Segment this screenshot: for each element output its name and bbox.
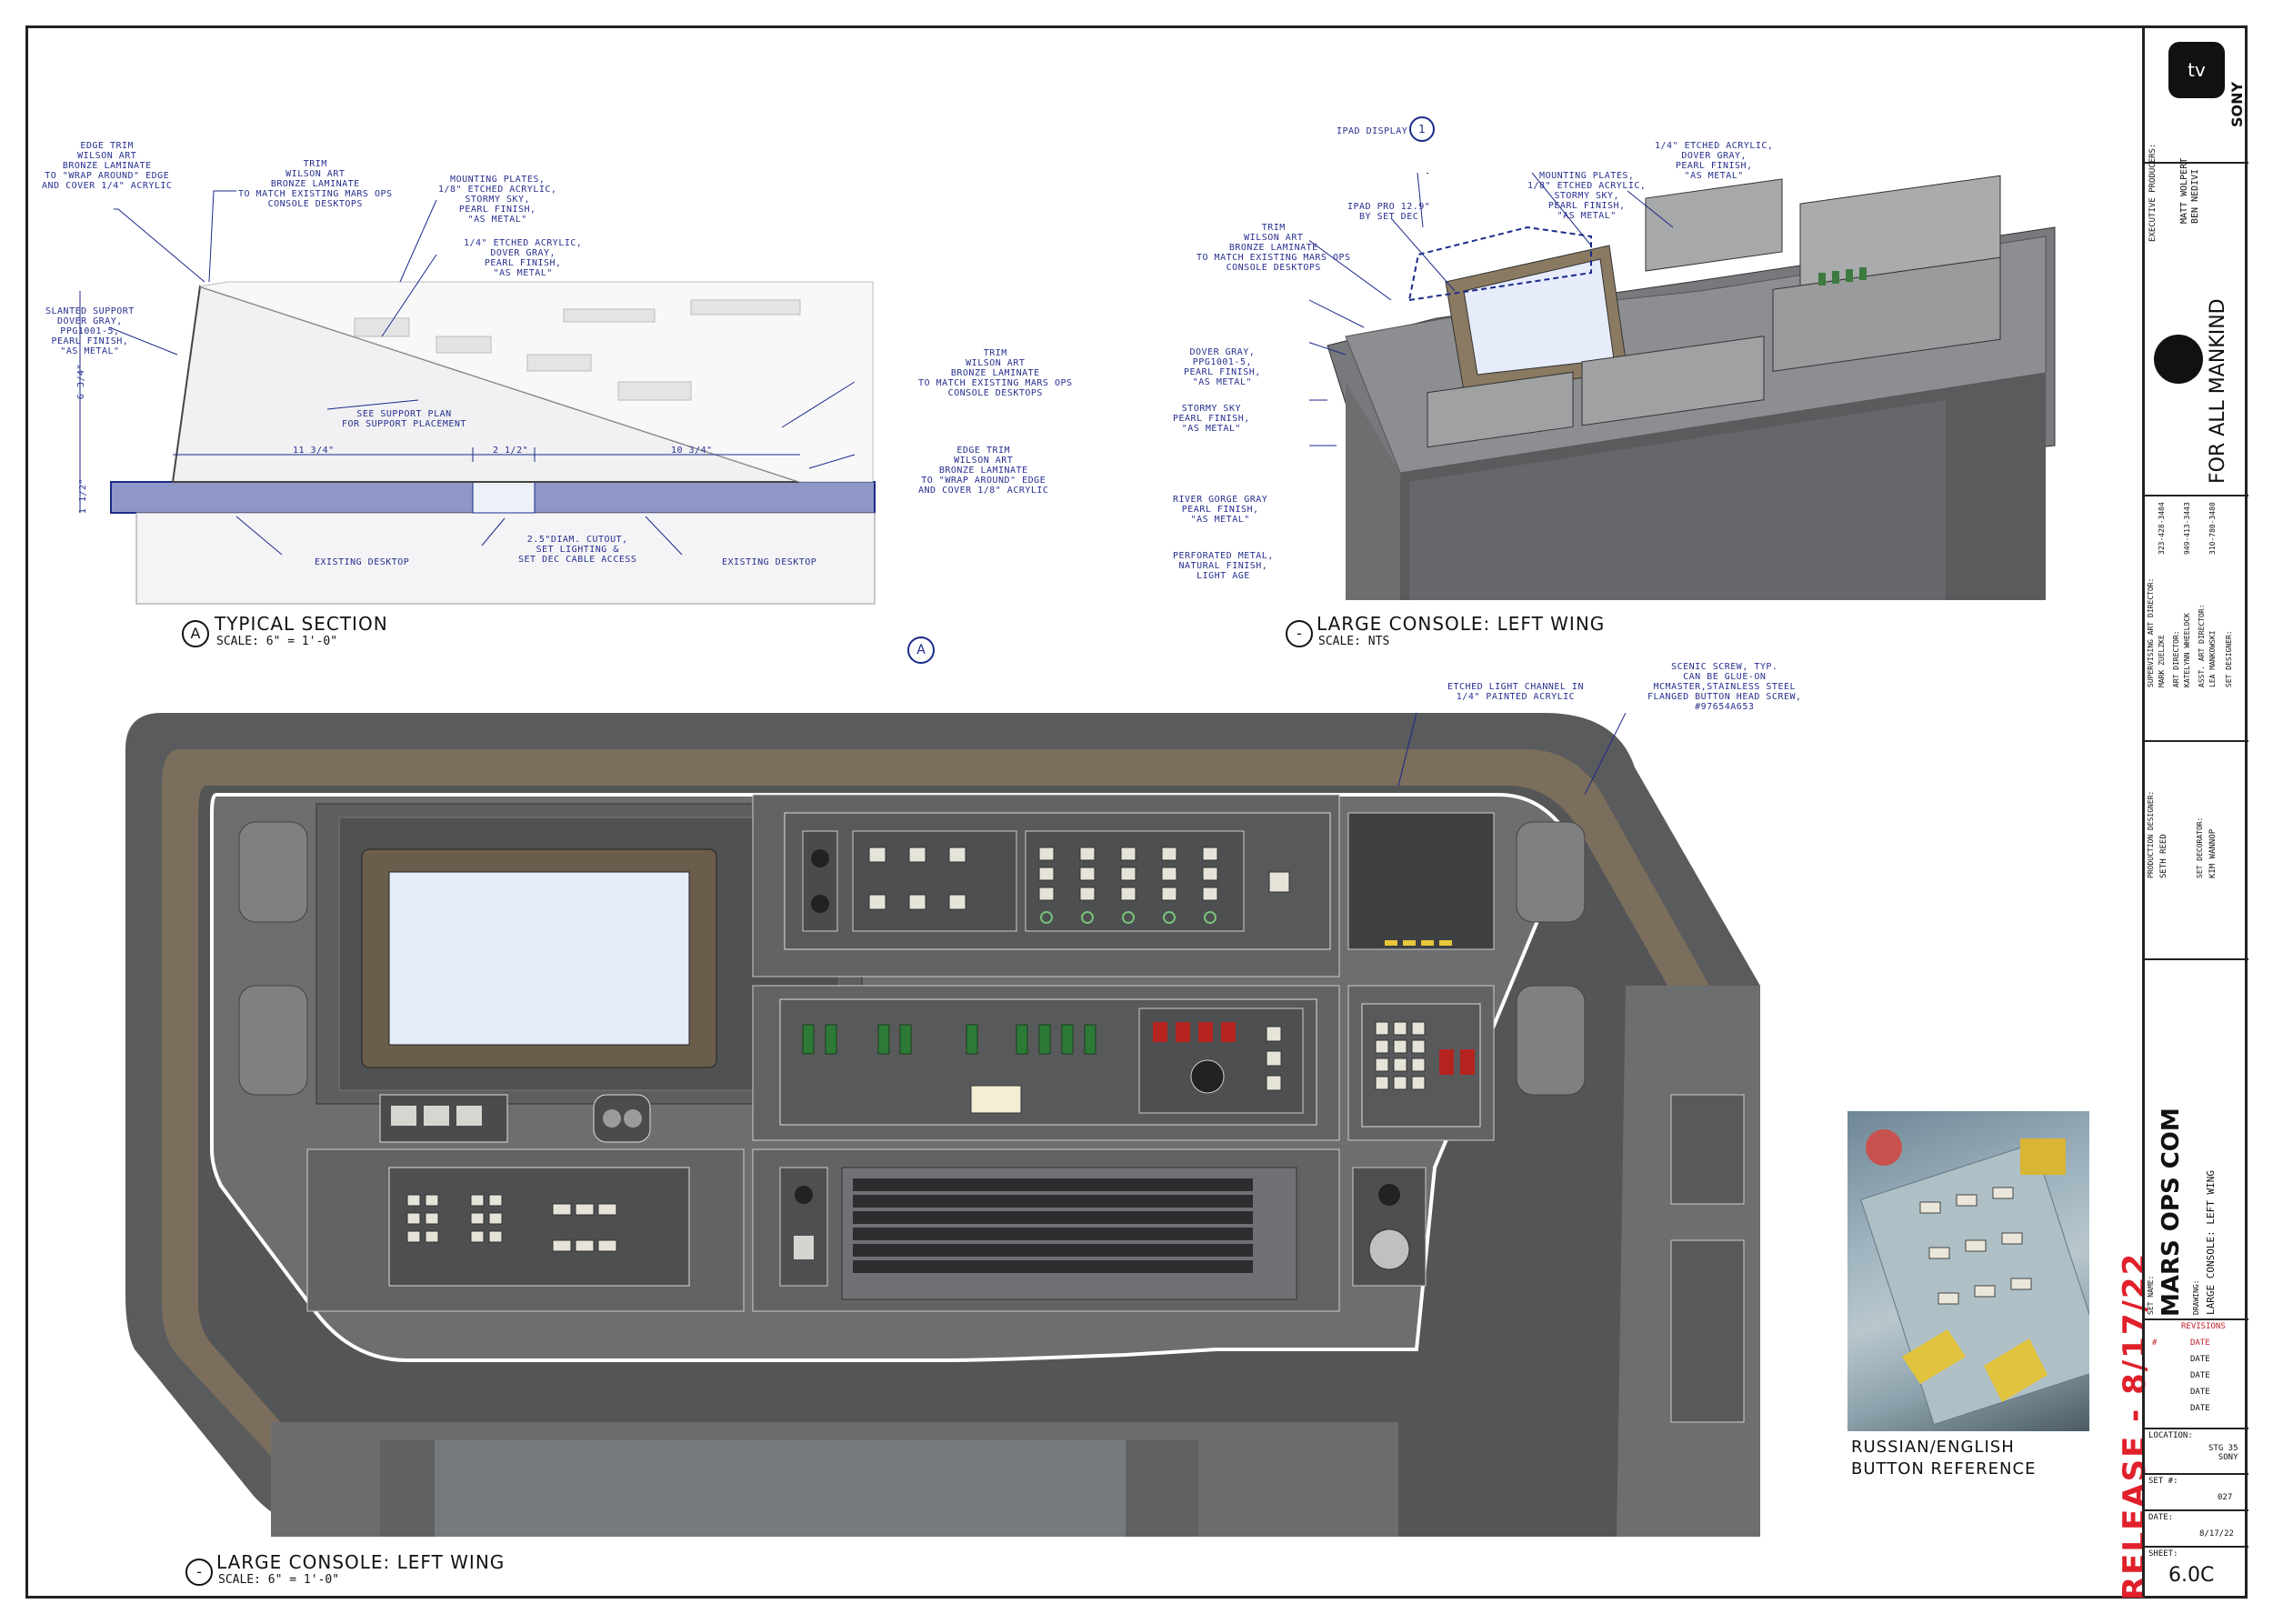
rev-hash: # — [2152, 1338, 2158, 1348]
location-value: STG 35 SONY — [2208, 1444, 2238, 1462]
ipad-callout: 1 — [1409, 116, 1435, 142]
sup-art-name: MARK ZUELZKE — [2158, 635, 2166, 687]
tb-art-cell: SUPERVISING ART DIRECTOR: MARK ZUELZKE 3… — [2145, 496, 2248, 742]
phone-2: 949-413-3443 — [2183, 502, 2191, 555]
section-c-bubble: - — [185, 1559, 213, 1586]
date-label: DATE: — [2148, 1513, 2174, 1522]
note-support-plan: SEE SUPPORT PLAN FOR SUPPORT PLACEMENT — [342, 409, 466, 429]
tb-design-cell: PRODUCTION DESIGNER: SETH REED SET DECOR… — [2145, 742, 2248, 960]
sheet-number: 6.0C — [2168, 1564, 2215, 1587]
apple-tv-logo: tv — [2168, 42, 2225, 98]
section-b-title: LARGE CONSOLE: LEFT WING — [1317, 613, 1606, 635]
button-reference-photo — [1847, 1111, 2089, 1431]
note-ipad-pro: IPAD PRO 12.9" BY SET DEC — [1347, 202, 1431, 222]
note-etched-light-channel: ETCHED LIGHT CHANNEL IN 1/4" PAINTED ACR… — [1447, 682, 1584, 702]
note-ipad-display: IPAD DISPLAY — [1337, 126, 1408, 136]
reference-caption: RUSSIAN/ENGLISH BUTTON REFERENCE — [1851, 1438, 2037, 1479]
rev-date-0: DATE — [2190, 1338, 2210, 1348]
note-etched-acrylic-b: 1/4" ETCHED ACRYLIC, DOVER GRAY, PEARL F… — [1655, 141, 1774, 181]
rev-date-1: DATE — [2190, 1355, 2210, 1364]
typical-section-drawing — [79, 190, 876, 605]
dim-mid: 2 1/2" — [493, 446, 529, 456]
exec-names: MATT WOLPERT BEN NEDIVI — [2179, 157, 2200, 224]
set-no-value: 027 — [2218, 1493, 2233, 1502]
set-no-label: SET #: — [2148, 1477, 2178, 1486]
note-scenic-screw: SCENIC SCREW, TYP. CAN BE GLUE-ON MCMAST… — [1647, 662, 1802, 712]
art-dir-label: ART DIRECTOR: — [2172, 630, 2180, 687]
prod-designer-name: SETH REED — [2159, 834, 2168, 878]
note-edge-trim: EDGE TRIM WILSON ART BRONZE LAMINATE TO … — [42, 141, 173, 191]
drawing-label: DRAWING: — [2192, 1279, 2200, 1315]
phone-3: 310-780-3480 — [2208, 502, 2217, 555]
section-c-title: LARGE CONSOLE: LEFT WING — [216, 1551, 506, 1573]
title-block: tv SONY EXECUTIVE PRODUCERS: MATT WOLPER… — [2142, 27, 2248, 1597]
set-name-label: SET NAME: — [2147, 1275, 2155, 1315]
left-wing-3d-render — [1309, 173, 2056, 600]
note-cutout: 2.5"DIAM. CUTOUT, SET LIGHTING & SET DEC… — [518, 535, 637, 565]
tb-location-cell: LOCATION: STG 35 SONY — [2145, 1429, 2248, 1475]
sup-art-label: SUPERVISING ART DIRECTOR: — [2147, 577, 2155, 687]
tb-show-cell: FOR ALL MANKIND — [2145, 255, 2248, 496]
exec-label: EXECUTIVE PRODUCERS: — [2148, 143, 2158, 242]
dim-thick: 1 1/2" — [78, 477, 89, 515]
dim-height: 6 3/4" — [76, 363, 87, 400]
console-plan-drawing — [125, 713, 1760, 1537]
revisions-label: REVISIONS — [2181, 1322, 2226, 1331]
note-trim: TRIM WILSON ART BRONZE LAMINATE TO MATCH… — [238, 159, 393, 209]
note-perforated: PERFORATED METAL, NATURAL FINISH, LIGHT … — [1173, 551, 1274, 581]
note-slanted-support: SLANTED SUPPORT DOVER GRAY, PPG1001-5, P… — [45, 306, 135, 356]
tb-set-cell: SET NAME: MARS OPS COM DRAWING: LARGE CO… — [2145, 960, 2248, 1320]
set-dec-name: KIM WANNOP — [2208, 828, 2218, 878]
note-edge-trim-right: EDGE TRIM WILSON ART BRONZE LAMINATE TO … — [918, 446, 1049, 496]
note-existing-desktop-right: EXISTING DESKTOP — [722, 557, 817, 567]
rev-date-2: DATE — [2190, 1371, 2210, 1380]
phone-1: 323-428-3404 — [2158, 502, 2166, 555]
prod-designer-label: PRODUCTION DESIGNER: — [2147, 790, 2155, 878]
art-dir-name: KATELYNN WHEELOCK — [2183, 613, 2191, 687]
sony-logo: SONY — [2228, 81, 2246, 127]
note-mounting-plates: MOUNTING PLATES, 1/8" ETCHED ACRYLIC, ST… — [438, 175, 557, 225]
asst-label: ASST. ART DIRECTOR: — [2198, 604, 2206, 687]
date-value: 8/17/22 — [2199, 1529, 2234, 1539]
section-cut-marker-top: A — [907, 637, 935, 664]
note-existing-desktop-left: EXISTING DESKTOP — [315, 557, 410, 567]
note-etched-acrylic: 1/4" ETCHED ACRYLIC, DOVER GRAY, PEARL F… — [464, 238, 583, 278]
set-dec-label: SET DECORATOR: — [2196, 817, 2204, 878]
section-a-title: TYPICAL SECTION — [215, 613, 388, 635]
tb-revisions-cell: REVISIONS # DATE DATE DATE DATE DATE — [2145, 1320, 2248, 1429]
note-mounting-plates-b: MOUNTING PLATES, 1/8" ETCHED ACRYLIC, ST… — [1527, 171, 1647, 221]
show-title: FOR ALL MANKIND — [2207, 298, 2229, 484]
note-trim-right: TRIM WILSON ART BRONZE LAMINATE TO MATCH… — [918, 348, 1073, 398]
note-river-gorge: RIVER GORGE GRAY PEARL FINISH, "AS METAL… — [1173, 495, 1268, 525]
section-a-bubble: A — [182, 620, 209, 647]
tb-setno-cell: SET #: 027 — [2145, 1475, 2248, 1511]
note-trim-b: TRIM WILSON ART BRONZE LAMINATE TO MATCH… — [1197, 223, 1351, 273]
rev-date-3: DATE — [2190, 1388, 2210, 1397]
tb-date-cell: DATE: 8/17/22 — [2145, 1511, 2248, 1548]
rev-date-4: DATE — [2190, 1404, 2210, 1413]
set-designer-label: SET DESIGNER: — [2225, 630, 2233, 687]
dim-left: 11 3/4" — [293, 446, 335, 456]
section-c-scale: SCALE: 6" = 1'-0" — [218, 1573, 340, 1587]
reference-photo-art — [1860, 1129, 2089, 1426]
note-stormy-sky: STORMY SKY PEARL FINISH, "AS METAL" — [1173, 404, 1250, 434]
set-name: MARS OPS COM — [2158, 1108, 2185, 1317]
show-logo — [2154, 335, 2203, 384]
section-a-scale: SCALE: 6" = 1'-0" — [216, 635, 338, 648]
dim-right: 10 3/4" — [671, 446, 713, 456]
tb-logo-cell: tv SONY EXECUTIVE PRODUCERS: MATT WOLPER… — [2145, 27, 2248, 242]
section-b-bubble: - — [1286, 620, 1313, 647]
tb-sheet-cell: SHEET: 6.0C — [2145, 1548, 2248, 1597]
asst-name: LEA MANKOWSKI — [2208, 630, 2217, 687]
note-dover-gray: DOVER GRAY, PPG1001-5, PEARL FINISH, "AS… — [1184, 347, 1261, 387]
section-b-scale: SCALE: NTS — [1318, 635, 1390, 648]
location-label: LOCATION: — [2148, 1431, 2193, 1440]
drawing-name: LARGE CONSOLE: LEFT WING — [2205, 1170, 2217, 1315]
sheet-label: SHEET: — [2148, 1549, 2178, 1559]
